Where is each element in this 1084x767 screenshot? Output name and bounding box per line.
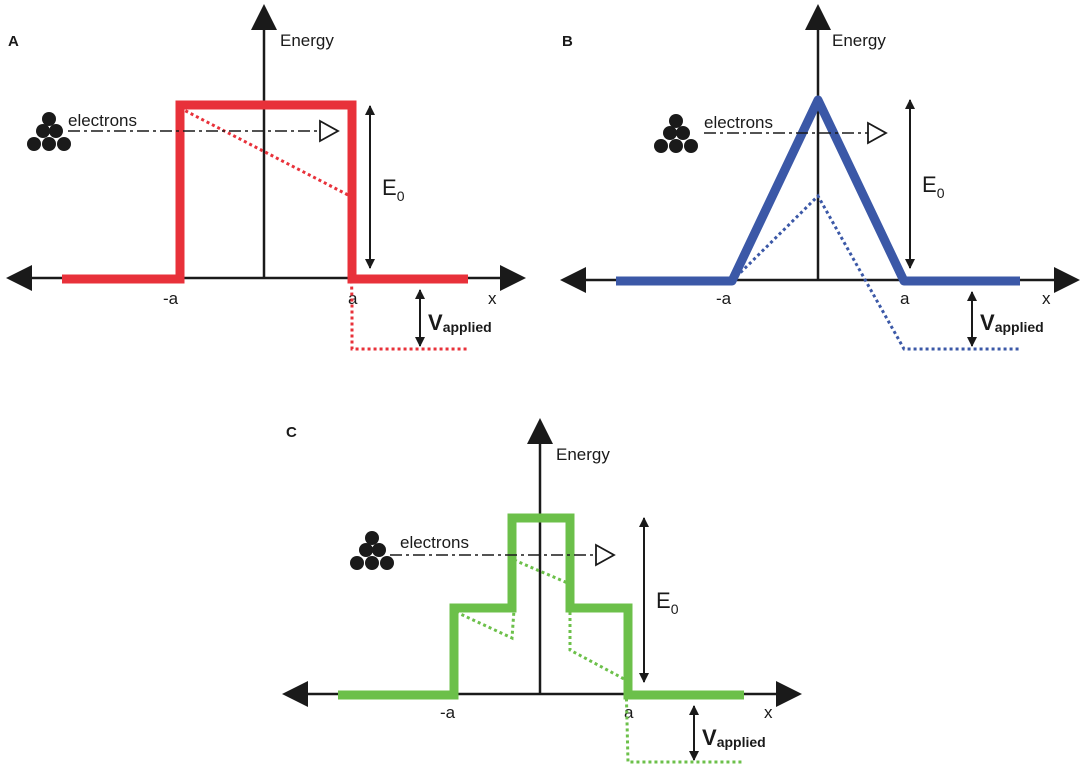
panel-c-e0-label: E0 (656, 588, 679, 617)
panel-c-tick-minus-a: -a (440, 703, 456, 722)
panel-a-y-axis-label: Energy (280, 31, 334, 50)
panel-c-biased-barrier-left-step (455, 609, 516, 641)
panel-b-biased-barrier (730, 193, 1020, 351)
panel-a-tick-minus-a: -a (163, 289, 179, 308)
panel-b-x-axis-right-arrow (1054, 267, 1080, 293)
panel-a: A Energy x -a a electrons E0 Vapplied (6, 4, 526, 351)
panel-c-biased-barrier-top (513, 558, 571, 586)
panel-a-electron-cluster-icon (27, 112, 71, 151)
panel-a-letter: A (8, 33, 19, 50)
panel-a-x-axis-label: x (488, 289, 497, 308)
panel-a-x-axis-left-arrow (6, 265, 32, 291)
panel-b-y-axis-arrow (805, 4, 831, 30)
panel-c-y-axis-arrow (527, 418, 553, 444)
panel-b-tick-minus-a: -a (716, 289, 732, 308)
panel-b: B Energy x -a a electrons E0 Vapplied (560, 4, 1080, 351)
panel-b-barrier (616, 95, 1020, 286)
panel-a-v-applied-label: Vapplied (428, 310, 492, 335)
panel-c-x-axis-label: x (764, 703, 773, 722)
panel-a-e0-label: E0 (382, 175, 405, 204)
panel-b-electron-path-arrowhead (867, 121, 888, 145)
panel-c-biased-barrier-right-step (568, 612, 744, 764)
panel-b-electron-cluster-icon (654, 114, 698, 153)
panel-b-tick-a: a (900, 289, 910, 308)
panel-a-electron-path-arrowhead (319, 119, 340, 143)
panel-a-electrons-label: electrons (68, 111, 137, 130)
panel-c-letter: C (286, 424, 297, 441)
panel-a-tick-a: a (348, 289, 358, 308)
panel-b-e0-label: E0 (922, 172, 945, 201)
panel-b-y-axis-label: Energy (832, 31, 886, 50)
panel-b-v-applied-label: Vapplied (980, 310, 1044, 335)
panel-b-x-axis-left-arrow (560, 267, 586, 293)
panel-c-x-axis-right-arrow (776, 681, 802, 707)
panel-b-electrons-label: electrons (704, 113, 773, 132)
panel-a-barrier (62, 100, 468, 284)
panel-a-x-axis-right-arrow (500, 265, 526, 291)
panel-c-v-applied-label: Vapplied (702, 725, 766, 750)
panel-a-biased-barrier (179, 106, 468, 351)
panel-c-y-axis-label: Energy (556, 445, 610, 464)
panel-b-x-axis-label: x (1042, 289, 1051, 308)
panel-c-electron-cluster-icon (350, 531, 394, 570)
panel-c: C Energy x -a a electrons E0 Vapplied (282, 418, 802, 764)
panel-c-electrons-label: electrons (400, 533, 469, 552)
panel-c-tick-a: a (624, 703, 634, 722)
panel-c-x-axis-left-arrow (282, 681, 308, 707)
panel-a-y-axis-arrow (251, 4, 277, 30)
panel-c-electron-path-arrowhead (595, 543, 616, 567)
panel-b-letter: B (562, 33, 573, 50)
panel-c-barrier (338, 513, 744, 700)
